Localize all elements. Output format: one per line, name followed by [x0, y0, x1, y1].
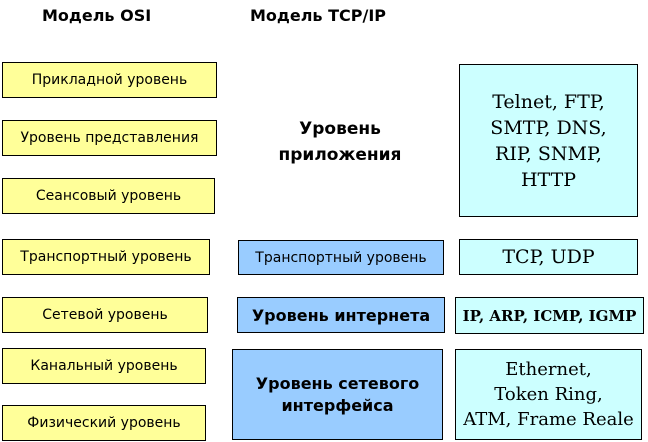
osi-layer-session: Сеансовый уровень: [2, 178, 215, 214]
tcpip-layer-application: Уровень приложения: [278, 119, 402, 165]
tcpip-layer-transport: Транспортный уровень: [238, 240, 444, 275]
osi-model-heading: Модель OSI: [42, 6, 152, 25]
osi-layer-network: Сетевой уровень: [2, 297, 208, 333]
tcpip-model-heading: Модель TCP/IP: [250, 6, 386, 25]
protocols-network-interface: Ethernet, Token Ring, ATM, Frame Reale: [455, 349, 642, 440]
protocols-internet: IP, ARP, ICMP, IGMP: [455, 297, 644, 334]
protocols-application: Telnet, FTP, SMTP, DNS, RIP, SNMP, HTTP: [459, 64, 638, 217]
osi-layer-presentation: Уровень представления: [2, 120, 217, 156]
protocols-transport: TCP, UDP: [459, 239, 638, 275]
osi-layer-datalink: Канальный уровень: [2, 348, 206, 384]
osi-layer-physical: Физический уровень: [2, 405, 206, 441]
tcpip-layer-internet: Уровень интернета: [237, 297, 445, 333]
tcpip-layer-network-interface: Уровень сетевого интерфейса: [232, 349, 443, 440]
osi-layer-transport: Транспортный уровень: [2, 239, 210, 275]
osi-layer-application: Прикладной уровень: [2, 62, 217, 98]
